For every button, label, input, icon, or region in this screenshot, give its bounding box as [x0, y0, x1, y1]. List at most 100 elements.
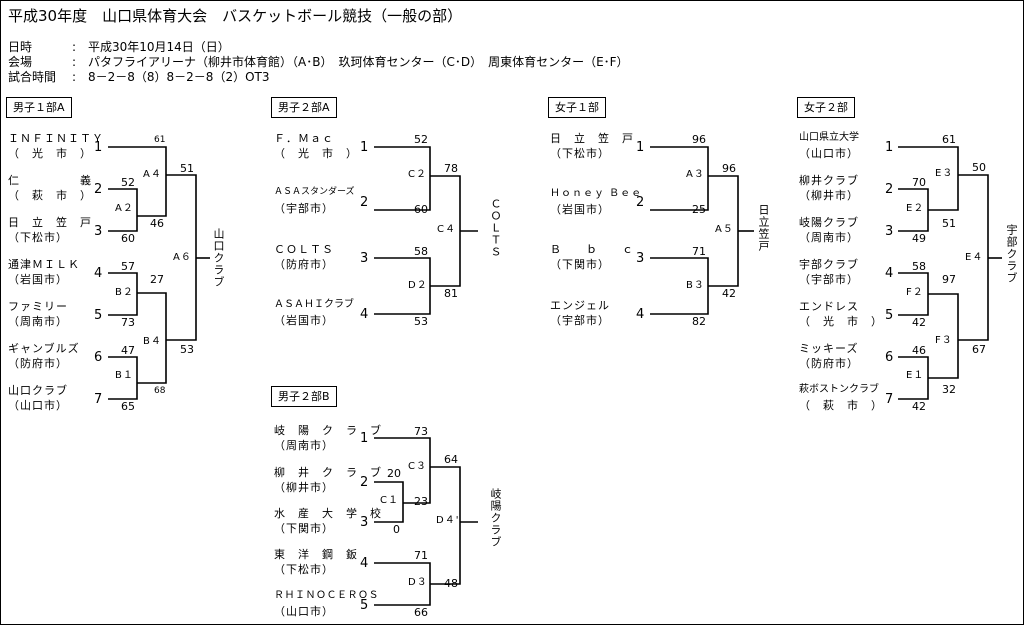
score-label: 51 — [942, 217, 956, 230]
team-seed: 7 — [885, 392, 894, 407]
game-label: A３ — [686, 169, 705, 180]
info-label-date: 日時 — [8, 40, 33, 54]
team-seed: 1 — [636, 140, 645, 155]
team-name: 岐陽クラブ — [799, 216, 859, 229]
team-name: ＡＳＡＨＩクラブ — [274, 299, 354, 310]
info-value-time: 8－2－8（8）8－2－8（2）OT3 — [88, 70, 270, 84]
score-label: 61 — [942, 133, 956, 146]
section-m2b: 男子２部B — [271, 386, 337, 407]
section-m2a: 男子２部A — [271, 97, 337, 118]
score-label: 0 — [393, 523, 400, 536]
team-name: 仁 義 — [8, 174, 92, 187]
m1a-bracket-a2 — [108, 188, 138, 232]
score-label: 20 — [387, 467, 401, 480]
score-label: 73 — [414, 425, 428, 438]
team-seed: 6 — [885, 350, 894, 365]
team-name: 山口県立大学 — [799, 132, 859, 143]
team-city: （宇部市） — [274, 202, 334, 215]
score-label: 42 — [912, 400, 926, 413]
score-label: 25 — [692, 203, 706, 216]
team-seed: 1 — [885, 140, 894, 155]
team-seed: 4 — [636, 307, 645, 322]
score-label: 58 — [912, 260, 926, 273]
team-seed: 2 — [360, 475, 369, 490]
score-label: 60 — [414, 203, 428, 216]
team-seed: 1 — [360, 140, 369, 155]
score-label: 65 — [121, 400, 135, 413]
info-sep-venue: : — [72, 55, 77, 69]
page-title: 平成30年度 山口県体育大会 バスケットボール競技（一般の部） — [8, 7, 463, 25]
team-seed: 7 — [94, 392, 103, 407]
team-name: 萩ボストンクラブ — [799, 384, 879, 395]
game-label: E４ — [965, 252, 984, 263]
score-label: 50 — [972, 161, 986, 174]
team-name: 山口クラブ — [8, 384, 68, 397]
w2-bracket-e3 — [898, 146, 959, 211]
score-label: 32 — [942, 383, 956, 396]
team-city: （下松市） — [8, 231, 68, 244]
game-label: B２ — [115, 287, 134, 298]
score-label: 42 — [912, 316, 926, 329]
score-label: 53 — [180, 343, 194, 356]
m1a-bracket-b2 — [108, 272, 138, 316]
team-name: 岐 陽 ク ラ ブ — [274, 424, 382, 437]
game-label: F３ — [935, 335, 953, 346]
team-seed: 3 — [94, 224, 103, 239]
team-seed: 1 — [94, 140, 103, 155]
w2-bracket-f3 — [928, 293, 959, 379]
team-seed: 5 — [360, 598, 369, 613]
score-label: 82 — [692, 315, 706, 328]
team-city: （下関市） — [550, 258, 610, 271]
score-label: 61 — [154, 135, 166, 145]
info-value-venue: パタフライアリーナ（柳井市体育館）（A･B） 玖珂体育センター（C･D） 周東体… — [88, 55, 629, 69]
team-name: 水 産 大 学 校 — [274, 507, 382, 520]
section-m1a: 男子１部A — [6, 97, 72, 118]
m2b-bracket-d4 — [430, 466, 461, 585]
score-label: 53 — [414, 315, 428, 328]
team-name: 通津ＭＩＬＫ — [8, 258, 80, 271]
score-label: 71 — [414, 549, 428, 562]
winner-label: 宇部クラブ — [1005, 224, 1018, 284]
team-name: ＲＨＩＮＯＣＥＲＯＳ — [274, 590, 379, 601]
score-label: 52 — [121, 176, 135, 189]
winner-label: ＣＯＬＴＳ — [489, 198, 502, 258]
team-city: （岩国市） — [8, 273, 68, 286]
team-name: ＡＳＡスタンダーズ — [274, 187, 355, 197]
team-name: ミッキーズ — [799, 342, 859, 355]
team-city: （柳井市） — [799, 189, 859, 202]
game-label: D２ — [408, 280, 428, 291]
w1-bracket-a3 — [650, 146, 709, 211]
team-name: Ｆ．Ｍａｃ — [274, 132, 334, 145]
team-name: ファミリー — [8, 300, 68, 313]
score-label: 67 — [972, 343, 986, 356]
team-city: （防府市） — [274, 258, 334, 271]
score-label: 42 — [722, 287, 736, 300]
info-sep-time: : — [72, 70, 77, 84]
team-seed: 5 — [885, 308, 894, 323]
m2b-bracket-c1 — [374, 481, 404, 523]
game-label: A６ — [173, 252, 192, 263]
score-label: 70 — [912, 176, 926, 189]
team-city: （周南市） — [8, 315, 68, 328]
score-label: 66 — [414, 606, 428, 619]
team-city: （防府市） — [8, 357, 68, 370]
team-city: （ 光 市 ） — [274, 147, 358, 160]
team-seed: 4 — [360, 307, 369, 322]
team-name: 宇部クラブ — [799, 258, 859, 271]
team-seed: 4 — [885, 266, 894, 281]
score-label: 49 — [912, 232, 926, 245]
m2a-bracket-c2 — [374, 146, 431, 211]
game-label: E２ — [906, 203, 925, 214]
m1a-bracket-b4 — [137, 292, 167, 384]
game-label: A５ — [715, 224, 734, 235]
m1a-bracket-b1 — [108, 356, 138, 400]
team-city: （宇部市） — [550, 314, 610, 327]
game-label: C４ — [437, 224, 456, 235]
team-city: （山口市） — [274, 605, 334, 618]
team-name: エンジェル — [550, 299, 610, 312]
team-city: （柳井市） — [274, 481, 334, 494]
team-seed: 1 — [360, 431, 369, 446]
info-label-venue: 会場 — [8, 55, 33, 69]
section-w1: 女子１部 — [548, 97, 606, 118]
score-label: 64 — [444, 453, 458, 466]
